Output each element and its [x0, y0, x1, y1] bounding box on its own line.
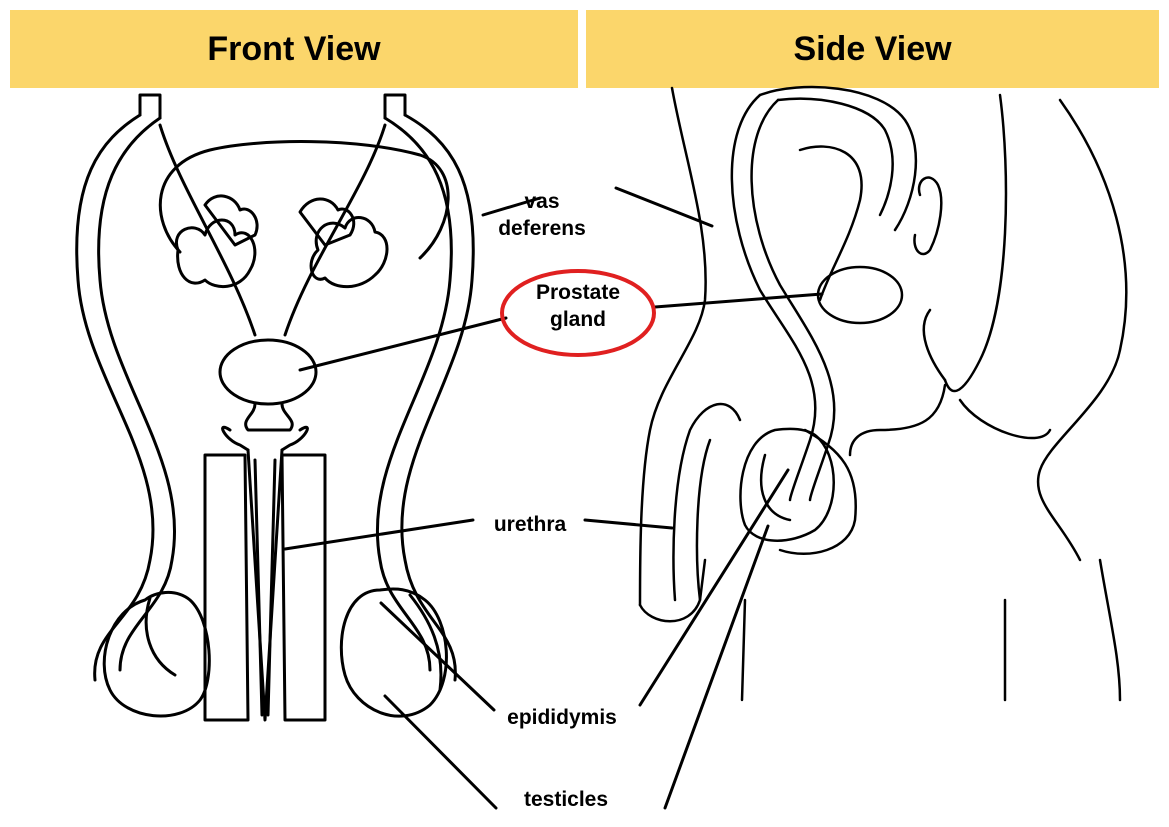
urethra-label: urethra — [470, 511, 590, 538]
prostate-gland-label-line1: Prostate — [503, 279, 653, 306]
prostate-pointer-side — [655, 294, 822, 307]
epididymis-label: epididymis — [492, 704, 632, 731]
vas-deferens-label-line2: deferens — [482, 215, 602, 242]
prostate-pointer-front — [300, 318, 506, 370]
side-view-header: Side View — [586, 10, 1159, 88]
front-view-header: Front View — [10, 10, 578, 88]
front-view-illustration — [77, 95, 474, 720]
urethra-pointer-side — [585, 520, 672, 528]
testicles-pointer-front — [385, 696, 496, 808]
testicles-pointer-side — [665, 526, 768, 808]
vas-deferens-label-line1: vas — [482, 188, 602, 215]
prostate-gland-label: Prostate gland — [503, 279, 653, 333]
prostate-gland-label-line2: gland — [503, 306, 653, 333]
testicles-label: testicles — [506, 786, 626, 813]
side-view-illustration — [640, 87, 1126, 700]
